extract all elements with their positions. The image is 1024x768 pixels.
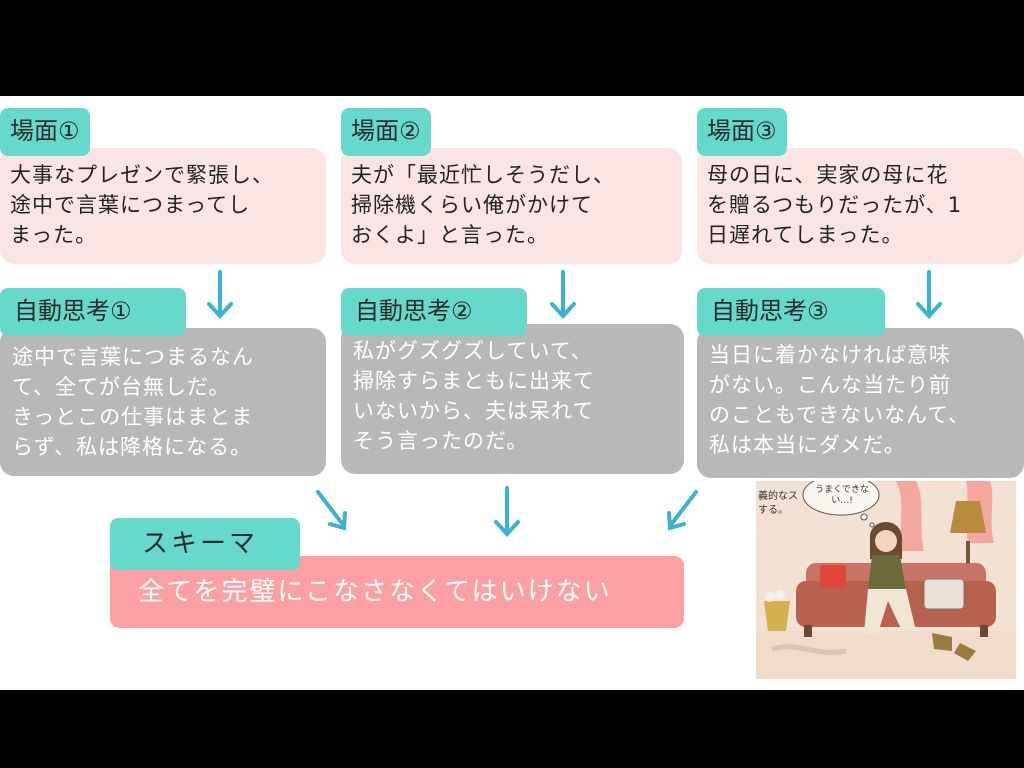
schema-tag: スキーマ xyxy=(110,518,300,570)
arrows xyxy=(207,270,942,537)
scene-tag-3: 場面③ xyxy=(697,108,787,156)
thought-box-2: 私がグズグズしていて、 掃除すらまともに出来て いないから、夫は呆れて そう言っ… xyxy=(341,324,684,474)
scene-tag-1: 場面① xyxy=(0,108,90,156)
thought-tag-3: 自動思考③ xyxy=(697,288,885,336)
thought-tag-2: 自動思考② xyxy=(341,288,527,336)
arrow-down-icon xyxy=(494,486,520,537)
illustration-bubble-text: うまくできない…! xyxy=(815,485,869,506)
arrow-diagonal-icon xyxy=(667,490,698,531)
scene-box-3: 母の日に、実家の母に花 を贈るつもりだったが、1 日遅れてしまった。 xyxy=(697,148,1024,264)
thought-box-1: 途中で言葉につまるなん て、全てが台無しだ。 きっとこの仕事はまとま らず、私は… xyxy=(0,328,326,476)
thought-box-3: 当日に着かなければ意味 がない。こんな当たり前 のこともできないなんて、 私は本… xyxy=(697,328,1024,478)
arrow-down-icon xyxy=(207,270,233,319)
arrow-diagonal-icon xyxy=(316,490,347,531)
illustration-side-text-1: 義的なス xyxy=(758,491,798,502)
scene-box-2: 夫が「最近忙しそうだし、 掃除機くらい俺がかけて おくよ」と言った。 xyxy=(341,148,682,264)
woman-on-sofa-illustration xyxy=(756,481,1016,679)
scene-box-1: 大事なプレゼンで緊張し、 途中で言葉につまってし まった。 xyxy=(0,148,326,264)
illustration: うまくできない…! 義的なス する。 xyxy=(756,481,1016,679)
illustration-side-text-2: する。 xyxy=(758,505,788,516)
slide: 大事なプレゼンで緊張し、 途中で言葉につまってし まった。 場面① 夫が「最近忙… xyxy=(0,96,1024,690)
arrow-down-icon xyxy=(550,270,576,319)
thought-tag-1: 自動思考① xyxy=(0,288,186,336)
arrow-down-icon xyxy=(916,270,942,319)
scene-tag-2: 場面② xyxy=(341,108,431,156)
